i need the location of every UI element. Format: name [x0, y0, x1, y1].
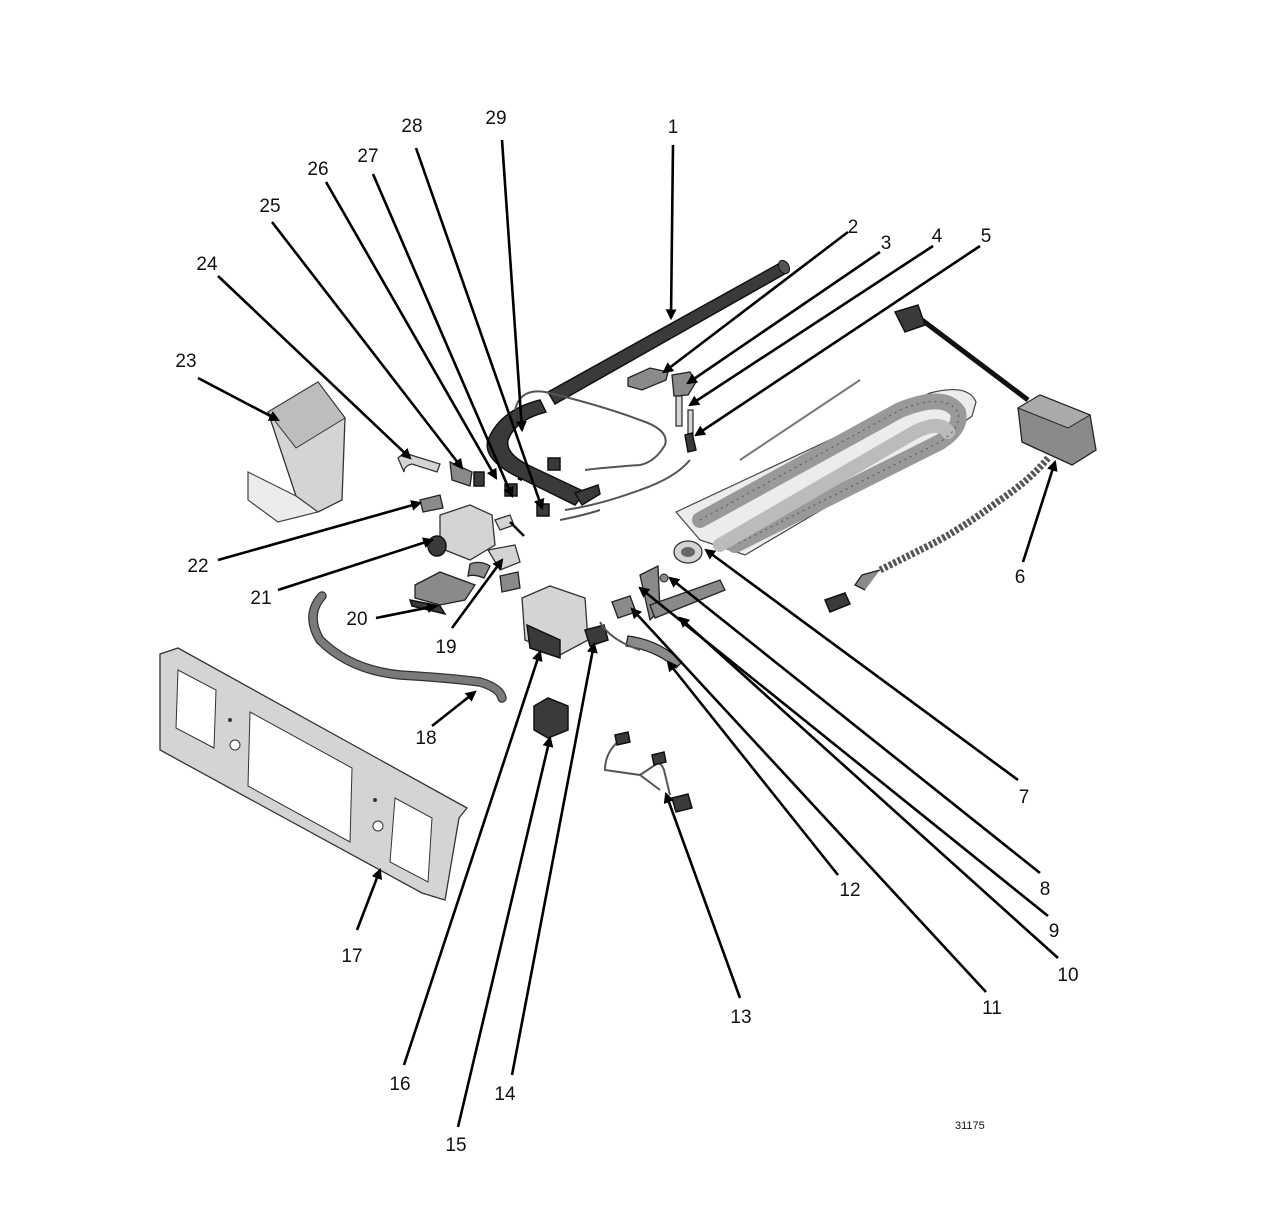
part-13-wiring: [603, 731, 693, 813]
part-23-hopper: [247, 381, 346, 523]
leader-3: [686, 250, 881, 385]
leader-14: [510, 641, 598, 1076]
part-19-elbow: [467, 544, 521, 579]
leader-18: [431, 690, 477, 728]
callout-29: 29: [485, 108, 506, 129]
leader-29b: [517, 476, 523, 482]
leader-a: [509, 521, 525, 537]
leader-8: [668, 576, 1041, 875]
callout-18: 18: [415, 728, 436, 749]
leader-29: [500, 139, 527, 433]
callout-11: 11: [982, 998, 1002, 1019]
leader-10: [678, 616, 1059, 959]
part-6-power-module: [824, 304, 1097, 613]
leader-4: [688, 244, 934, 407]
part-21-gas-valve: [419, 494, 515, 561]
callout-23: 23: [175, 351, 196, 372]
callout-25: 25: [259, 196, 280, 217]
callout-5: 5: [981, 226, 992, 247]
part-18-hose: [308, 591, 507, 703]
callout-8: 8: [1040, 879, 1051, 900]
leader-27: [371, 173, 514, 499]
leader-21: [277, 537, 435, 592]
leader-16: [402, 649, 543, 1066]
leader-6: [1021, 459, 1058, 563]
part-20-bracket: [408, 571, 476, 616]
callout-7: 7: [1019, 787, 1030, 808]
pilot-assembly: [671, 371, 697, 453]
callout-14: 14: [494, 1084, 516, 1105]
callout-6: 6: [1015, 567, 1026, 588]
leader-19: [450, 558, 504, 629]
leader-11: [630, 607, 987, 993]
callout-3: 3: [881, 233, 892, 254]
leader-23: [197, 376, 280, 422]
callout-15: 15: [445, 1135, 466, 1156]
callout-13: 13: [730, 1007, 751, 1028]
leader-13: [663, 791, 742, 999]
leader-26: [324, 181, 498, 480]
leader-24: [217, 275, 412, 460]
callout-27: 27: [357, 146, 378, 167]
leader-15: [456, 735, 554, 1128]
thermocouple-wire: [514, 390, 691, 521]
callout-10: 10: [1057, 965, 1078, 986]
part-2-bracket: [627, 367, 669, 391]
part-7-burner: [673, 379, 977, 564]
callout-2: 2: [848, 217, 859, 238]
part-17-panel: [159, 647, 468, 901]
leader-22: [217, 500, 423, 562]
callout-12: 12: [839, 880, 860, 901]
part-15-control: [533, 697, 569, 739]
leader-25: [270, 221, 464, 470]
leader-lines: [197, 139, 1059, 1128]
callout-9: 9: [1049, 921, 1060, 942]
drawing-number: 31175: [955, 1120, 985, 1132]
leader-5: [694, 244, 981, 437]
callout-20: 20: [346, 609, 367, 630]
leader-12: [666, 660, 840, 876]
leader-17: [355, 867, 382, 931]
right-bracket-fittings: [599, 564, 726, 669]
callout-22: 22: [187, 556, 208, 577]
callout-21: 21: [250, 588, 271, 609]
callout-4: 4: [932, 226, 943, 247]
callout-17: 17: [341, 946, 362, 967]
leader-20: [375, 602, 439, 620]
callout-19: 19: [435, 637, 456, 658]
part-16-main-valve: [499, 571, 609, 660]
callout-1: 1: [668, 117, 679, 138]
callout-24: 24: [196, 254, 218, 275]
leader-7: [704, 548, 1019, 782]
burner-manifold: [486, 399, 601, 507]
leader-2: [662, 230, 849, 374]
part-1-tube: [546, 259, 791, 406]
callout-26: 26: [307, 159, 328, 180]
callout-28: 28: [401, 116, 422, 137]
callout-16: 16: [389, 1074, 410, 1095]
callout-labels: 1 2 3 4 5 6 7 8 9 10 11 12 13 14 15 16 1…: [175, 108, 1078, 1156]
leader-1: [665, 144, 677, 321]
leader-28: [414, 147, 545, 511]
